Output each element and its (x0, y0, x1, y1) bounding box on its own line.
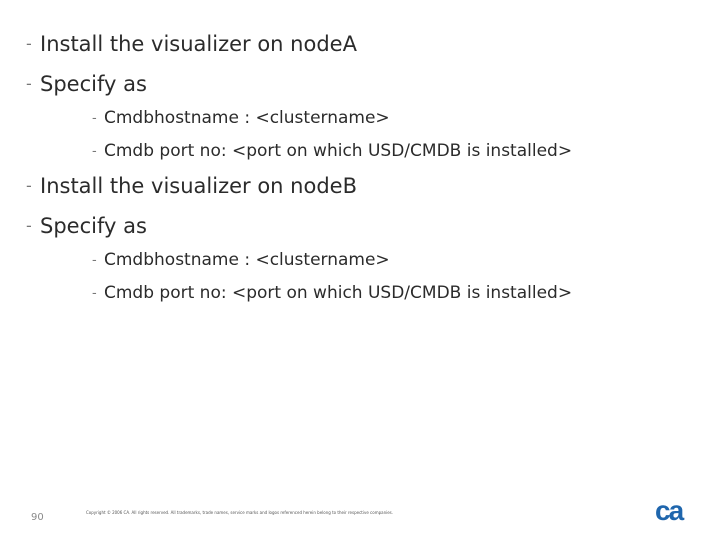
bullet-text: Cmdbhostname : <clustername> (104, 108, 390, 128)
bullet-dash: - (26, 74, 32, 93)
sub-bullet-cmdb-port: -Cmdb port no: <port on which USD/CMDB i… (92, 141, 572, 161)
bullet-text: Install the visualizer on nodeA (40, 32, 357, 56)
bullet-dash: - (92, 111, 97, 126)
page-number: 90 (31, 512, 44, 523)
bullet-install-nodeb: -Install the visualizer on nodeB (26, 174, 357, 198)
ca-logo-icon: ca (655, 498, 687, 524)
bullet-text: Specify as (40, 72, 147, 96)
bullet-dash: - (26, 216, 32, 235)
bullet-dash: - (26, 176, 32, 195)
bullet-dash: - (26, 34, 32, 53)
bullet-specify-as: -Specify as (26, 72, 147, 96)
bullet-text: Cmdb port no: <port on which USD/CMDB is… (104, 283, 573, 303)
bullet-specify-as: -Specify as (26, 214, 147, 238)
sub-bullet-cmdbhostname: -Cmdbhostname : <clustername> (92, 108, 390, 128)
sub-bullet-cmdb-port: -Cmdb port no: <port on which USD/CMDB i… (92, 283, 572, 303)
bullet-install-nodea: -Install the visualizer on nodeA (26, 32, 357, 56)
sub-bullet-cmdbhostname: -Cmdbhostname : <clustername> (92, 250, 390, 270)
bullet-dash: - (92, 286, 97, 301)
bullet-text: Cmdbhostname : <clustername> (104, 250, 390, 270)
logo-text: ca (655, 498, 685, 524)
bullet-dash: - (92, 253, 97, 268)
bullet-text: Install the visualizer on nodeB (40, 174, 357, 198)
copyright-notice: Copyright © 2006 CA. All rights reserved… (86, 510, 394, 515)
bullet-dash: - (92, 144, 97, 159)
bullet-text: Specify as (40, 214, 147, 238)
bullet-text: Cmdb port no: <port on which USD/CMDB is… (104, 141, 573, 161)
